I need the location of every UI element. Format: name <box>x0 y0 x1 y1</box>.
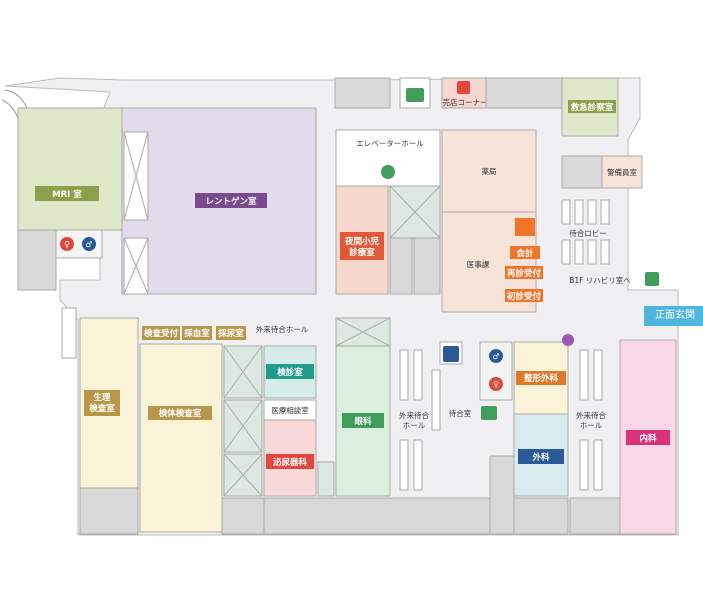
gray-block <box>17 229 57 291</box>
outpatient-hall-right-label-2: ホール <box>580 421 603 430</box>
elevator-hall-label: エレベーターホール <box>356 139 424 148</box>
outpatient-hall-label: 外来待合ホール <box>256 324 309 334</box>
stairs-icon <box>406 88 424 102</box>
restroom-female-icon <box>60 237 74 251</box>
ophthalmology-label-bg <box>342 413 384 428</box>
svg-text:検査室: 検査室 <box>89 403 115 414</box>
night-pediatric-label-bg <box>340 232 384 260</box>
shop-corner-label: 売店コーナー <box>443 97 488 107</box>
mri-room[interactable] <box>17 107 123 231</box>
svg-text:♀: ♀ <box>64 240 70 249</box>
orthopedics-label: 整形外科 <box>524 373 559 384</box>
mri-label-bg <box>35 186 99 201</box>
night-pediatric-label: 夜間小児 <box>344 236 380 247</box>
svg-text:♂: ♂ <box>492 352 499 361</box>
pharmacy-room[interactable] <box>441 129 537 213</box>
svg-text:生理: 生理 <box>93 392 111 403</box>
stairs-icon <box>481 406 497 420</box>
blood-collection-bg[interactable] <box>182 326 212 340</box>
gray-block <box>489 455 515 535</box>
emergency-exit-icon <box>515 218 535 236</box>
mri-label: MRI 室 <box>52 189 82 200</box>
shaft-small <box>317 461 335 497</box>
svg-text:♀: ♀ <box>493 380 499 389</box>
gray-block <box>221 497 265 535</box>
restroom-male-icon <box>489 349 503 363</box>
emergency-label: 救急診察室 <box>571 102 614 113</box>
gray-block <box>389 237 413 295</box>
restroom-female-icon <box>489 377 503 391</box>
internal-medicine-label: 内科 <box>639 433 657 444</box>
main-entrance[interactable]: 正面玄関 <box>644 306 703 326</box>
gray-block <box>513 497 569 535</box>
blood-collection-label: 採血室 <box>184 328 210 339</box>
security-label: 警備員室 <box>607 167 637 177</box>
xray-label-bg <box>195 193 267 208</box>
b1f-rehab-label: B1F リハビリ室へ <box>569 275 631 285</box>
ophthalmology-label: 眼科 <box>354 416 372 427</box>
lobby-seating <box>561 199 610 265</box>
accounting-label: 会計 <box>515 248 534 259</box>
surgery-label-bg <box>518 449 564 464</box>
outpatient-hall-right-label-1: 外来待合 <box>576 410 606 420</box>
first-visit-label: 初診受付 <box>507 291 542 302</box>
security-room[interactable] <box>601 155 643 189</box>
entrance-curve <box>4 89 29 111</box>
shop-icon <box>457 81 470 94</box>
restroom-male-icon <box>82 237 96 251</box>
checkup-label: 検診室 <box>277 367 303 378</box>
accessible-icon <box>443 346 459 362</box>
checkup-label-bg <box>266 364 314 379</box>
gray-block <box>569 497 621 535</box>
urology-label-bg <box>266 454 314 469</box>
first-visit-label-bg <box>505 289 543 302</box>
mid-seating <box>399 349 441 491</box>
gray-block <box>485 77 563 109</box>
exam-reception-bg[interactable] <box>142 326 180 340</box>
right-seating <box>579 349 603 491</box>
gray-block <box>413 237 441 295</box>
gray-block <box>561 155 603 189</box>
pharmacy-label: 薬局 <box>482 166 497 176</box>
orthopedics-label-bg <box>516 371 566 385</box>
svg-text:♂: ♂ <box>85 240 92 249</box>
specimen-room[interactable] <box>139 343 223 533</box>
shaft-column <box>223 345 263 497</box>
revisit-label-bg <box>505 266 543 279</box>
urine-collection-label: 採尿室 <box>218 328 244 339</box>
entrance-curve-2 <box>1 99 19 119</box>
internal-medicine-label-bg <box>626 430 670 445</box>
physiology-label-bg <box>84 390 120 416</box>
elevator-icon <box>381 165 395 179</box>
outpatient-hall-vertical-label-1: 外来待合 <box>399 410 429 420</box>
specimen-label: 検体検査室 <box>159 408 202 419</box>
revisit-label: 再診受付 <box>507 268 542 279</box>
stair-strip <box>61 307 77 359</box>
waiting-lobby-label: 待合ロビー <box>569 228 607 238</box>
gray-block <box>263 497 491 535</box>
specimen-label-bg <box>148 406 212 420</box>
urology-label: 泌尿器科 <box>273 457 308 468</box>
urine-collection-bg[interactable] <box>216 326 246 340</box>
exam-reception-label: 検査受付 <box>144 328 179 339</box>
waiting-room-label: 待合室 <box>449 408 472 418</box>
xray-label: レントゲン室 <box>205 196 257 207</box>
stairs-icon <box>645 272 659 286</box>
consult-label: 医療相談室 <box>271 405 309 415</box>
outpatient-hall-vertical-label-2: ホール <box>403 421 426 430</box>
surgery-label: 外科 <box>531 452 550 463</box>
emergency-label-bg <box>568 100 616 113</box>
phone-icon <box>562 334 574 346</box>
gray-block <box>334 77 391 109</box>
medical-affairs-label: 医事課 <box>467 259 490 269</box>
svg-text:診療室: 診療室 <box>349 247 375 258</box>
accounting-label-bg <box>510 246 540 259</box>
gray-block <box>79 487 139 535</box>
